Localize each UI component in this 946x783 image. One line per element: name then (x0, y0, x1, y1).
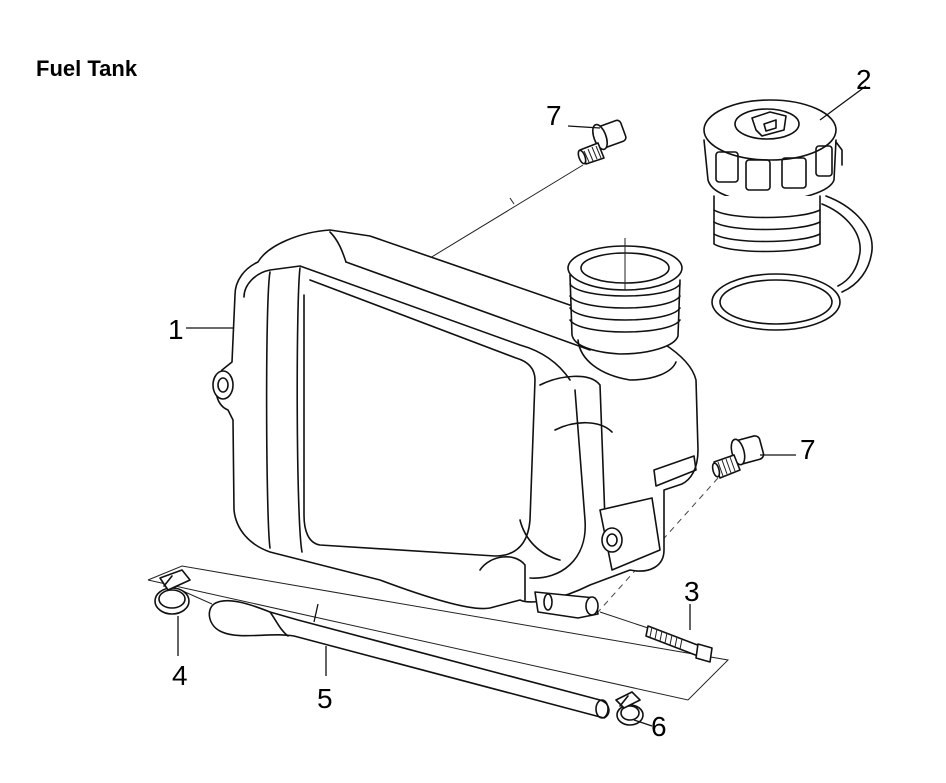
flange-bolt-right (711, 435, 796, 479)
leader-line-7-top (567, 125, 601, 129)
callout-7-right: 7 (800, 434, 816, 465)
hose-clamp-left (154, 569, 191, 656)
diagram-title: Fuel Tank (36, 56, 138, 81)
hose-clamp-right (615, 691, 653, 727)
callout-4: 4 (172, 660, 188, 691)
flange-bolt-top (577, 119, 627, 165)
bolt (645, 604, 713, 663)
callout-1: 1 (168, 314, 184, 345)
callout-3: 3 (684, 576, 700, 607)
fuel-cap (703, 85, 873, 331)
callout-5: 5 (317, 683, 333, 714)
fuel-tank (212, 229, 699, 619)
callout-2: 2 (856, 64, 872, 95)
callout-6: 6 (651, 711, 667, 742)
fuel-hose (208, 599, 610, 719)
callout-7-top: 7 (546, 100, 562, 131)
